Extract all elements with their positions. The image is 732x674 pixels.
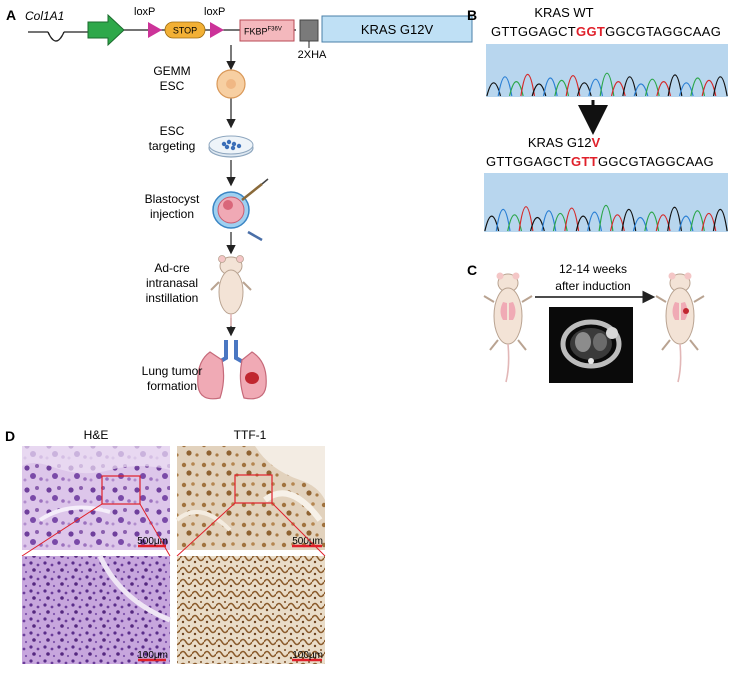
mut-label: KRAS G12V	[528, 135, 601, 150]
chromatogram-peak	[564, 207, 580, 232]
ttf1-low-mag-image: 500μm	[175, 446, 325, 550]
chromatogram-peak	[712, 76, 728, 97]
panel-c-letter: C	[467, 262, 477, 278]
mouse-before-icon	[483, 272, 533, 383]
kras-box	[321, 15, 473, 43]
chromatogram-peak	[520, 73, 536, 97]
he-low-scale-label: 500μm	[137, 536, 168, 547]
wt-chromatogram-peaks	[486, 72, 728, 97]
mouse-icon	[210, 230, 263, 326]
loxp-left-icon	[148, 22, 162, 38]
loxp-left-label: loxP	[134, 6, 155, 18]
ttf1-zoom-line-right	[271, 502, 326, 557]
petri-dish-icon	[208, 135, 254, 158]
mouse-after-icon	[655, 272, 705, 383]
chromatogram-peak	[599, 72, 615, 97]
mri-scan-image	[549, 307, 633, 383]
promoter-arrow-icon	[87, 13, 125, 47]
blastocyst-icon	[212, 178, 269, 229]
fkbp-label: FKBPF36V	[244, 27, 282, 37]
panel-c: C 12-14 weeks after induction	[467, 262, 705, 383]
ha-tag-label: 2XHA	[298, 49, 327, 61]
chromatogram-peak	[621, 208, 637, 232]
fkbp-box	[239, 19, 295, 42]
ttf1-high-scale-label: 100μm	[292, 650, 323, 661]
he-zoom-line-left	[21, 503, 103, 557]
he-title: H&E	[84, 428, 109, 442]
time-label-line2: after induction	[555, 279, 630, 293]
panel-a: A Col1A1 loxP STOP loxP FKBPF36V 2XHA KR…	[6, 6, 473, 400]
he-low-mag-image: 500μm	[22, 446, 170, 550]
chromatogram-peak	[518, 206, 534, 232]
esc-nucleus-icon	[226, 79, 236, 89]
loxp-right-label: loxP	[204, 6, 225, 18]
chromatogram-peak	[622, 76, 638, 97]
mut-sequence: GTTGGAGCTGTTGGCGTAGGCAAG	[486, 154, 714, 169]
panel-d: D H&E TTF-1 500μm 500μm	[5, 428, 326, 664]
ttf1-high-mag-image: 100μm	[177, 556, 325, 664]
panel-a-letter: A	[6, 7, 16, 23]
ttf1-low-scale-label: 500μm	[292, 536, 323, 547]
wt-chromatogram-bg	[486, 44, 728, 97]
panel-b-letter: B	[467, 7, 477, 23]
chromatogram-peak	[667, 206, 683, 232]
panel-d-letter: D	[5, 428, 15, 444]
he-high-scale-label: 100μm	[137, 650, 168, 661]
genomic-locus-dash	[47, 31, 65, 42]
stop-cassette	[164, 21, 206, 39]
lung-tumor-icon	[197, 340, 267, 400]
time-label-line1: 12-14 weeks	[559, 262, 627, 276]
chromatogram-peak	[598, 205, 614, 232]
genomic-locus-line	[28, 31, 88, 42]
wt-label: KRAS WT	[534, 5, 593, 20]
ttf1-title: TTF-1	[234, 428, 267, 442]
chromatogram-peak	[565, 75, 581, 97]
mut-chromatogram-bg	[484, 173, 728, 232]
wt-sequence: GTTGGAGCTGGTGGCGTAGGCAAG	[491, 24, 721, 39]
stop-label: STOP	[173, 26, 197, 36]
ttf1-zoom-line-left	[176, 502, 236, 557]
kras-label: KRAS G12V	[361, 22, 434, 37]
chromatogram-peak	[712, 208, 728, 232]
mut-chromatogram-peaks	[484, 205, 728, 232]
ha-tag-box	[299, 19, 319, 42]
chromatogram-peak	[667, 74, 683, 97]
gene-label: Col1A1	[25, 9, 64, 23]
panel-b: B KRAS WT GTTGGAGCTGGTGGCGTAGGCAAG KRAS …	[467, 5, 728, 232]
loxp-right-icon	[210, 22, 224, 38]
he-zoom-line-right	[139, 503, 171, 557]
he-high-mag-image: 100μm	[22, 554, 171, 664]
